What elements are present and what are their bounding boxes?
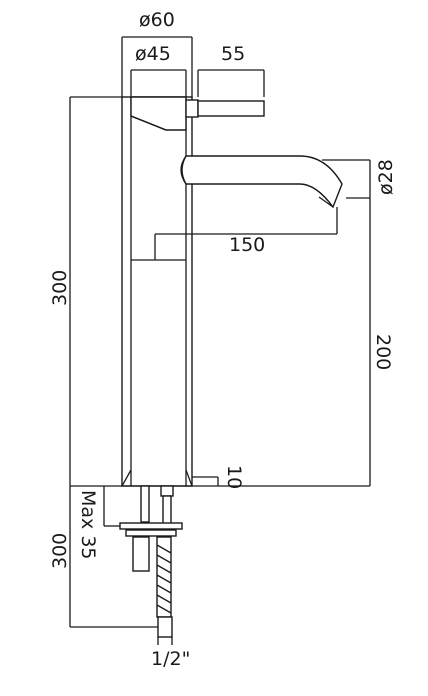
label-overall-height: 300 [49,270,71,306]
label-handle-diameter: ø45 [135,43,171,65]
lever [185,99,265,118]
fixing-assembly [119,485,183,638]
label-hose-length: 300 [49,533,71,569]
label-body-diameter: ø60 [139,9,175,31]
dimension-lines [69,36,371,645]
dimension-labels: ø60 ø45 55 ø28 150 300 200 10 Max 35 300… [49,9,397,670]
label-max-deck: Max 35 [77,490,99,560]
label-spout-reach: 150 [229,234,265,256]
label-lever-length: 55 [221,43,245,65]
label-spout-diameter: ø28 [375,159,397,195]
label-spout-height: 200 [372,334,394,370]
handle-cap [130,96,187,131]
label-connection: 1/2" [151,648,190,670]
spout [180,155,343,209]
label-base-thickness: 10 [223,465,245,489]
